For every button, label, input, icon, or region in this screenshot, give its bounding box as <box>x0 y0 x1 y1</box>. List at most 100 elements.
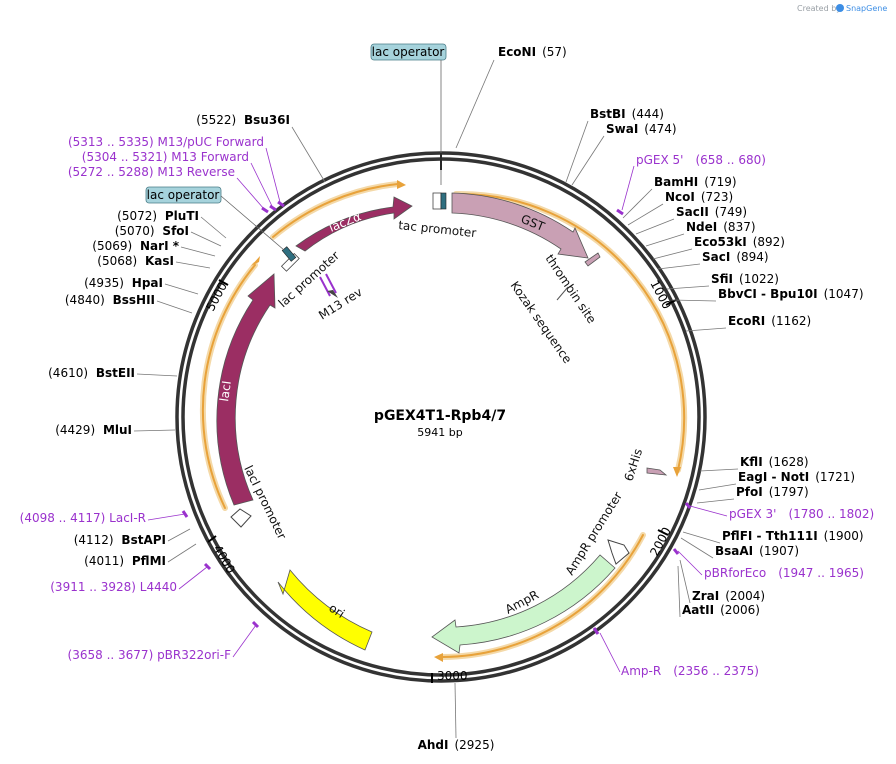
enzyme-site[interactable]: (5072) PluTI <box>117 209 227 239</box>
primer-name: pBRforEco <box>704 566 766 580</box>
laci-feature <box>216 273 276 506</box>
primer-site[interactable]: (3911 .. 3928) L4440 <box>50 562 212 594</box>
primer-label: (5313 .. 5335) M13/pUC Forward <box>68 135 264 149</box>
enzyme-site[interactable]: (5069) NarI * <box>92 239 216 257</box>
primer-mark <box>269 204 277 212</box>
lac-operator-box-top[interactable]: lac operator <box>370 43 447 61</box>
primer-leader-line <box>265 147 281 203</box>
primer-range: (658 .. 680) <box>695 153 765 167</box>
enzyme-site[interactable]: AatII(2006) <box>677 565 760 618</box>
enzyme-name: Bsu36I <box>244 113 290 127</box>
enzyme-label: BbvCI - Bpu10I(1047) <box>718 287 864 301</box>
enzyme-site[interactable]: BamHI(719) <box>622 175 737 219</box>
enzyme-leader-line <box>454 682 457 739</box>
plasmid-name: pGEX4T1-Rpb4/7 <box>374 408 506 424</box>
enzyme-leader-line <box>698 483 737 491</box>
enzyme-label: BsaAI(1907) <box>715 544 799 558</box>
primer-label: pBRforEco (1947 .. 1965) <box>704 566 864 580</box>
enzyme-leader-line <box>627 203 664 226</box>
enzyme-leader-line <box>136 373 178 377</box>
primer-site[interactable]: Amp-R (2356 .. 2375) <box>592 627 759 678</box>
enzyme-site[interactable]: SacII(749) <box>635 205 747 235</box>
primer-label: (4098 .. 4117) LacI-R <box>20 511 146 525</box>
ampr-promoter-feature <box>607 539 630 565</box>
enzyme-site[interactable]: EcoNI(57) <box>455 45 567 149</box>
enzyme-position: (5068) <box>97 254 141 268</box>
primer-site[interactable]: (5313 .. 5335) M13/pUC Forward <box>68 135 285 208</box>
enzyme-site[interactable]: (4935) HpaI <box>84 276 199 295</box>
enzyme-position: (892) <box>753 235 785 249</box>
enzyme-label: BstBI(444) <box>590 107 664 121</box>
enzyme-site[interactable]: PfoI(1797) <box>696 485 809 504</box>
enzyme-site[interactable]: NdeI(837) <box>645 220 756 247</box>
enzyme-leader-line <box>180 246 216 257</box>
orf-laci-head <box>251 256 260 266</box>
enzyme-name: BstEII <box>96 366 135 380</box>
primer-label: Amp-R (2356 .. 2375) <box>621 664 759 678</box>
primer-site[interactable]: pBRforEco (1947 .. 1965) <box>672 548 864 580</box>
enzyme-site[interactable]: ZraI(2004) <box>679 559 765 604</box>
primer-mark <box>684 502 692 509</box>
enzyme-leader-line <box>164 283 199 295</box>
enzyme-position: (1797) <box>769 485 809 499</box>
enzyme-site[interactable]: EcoRI(1162) <box>685 314 811 332</box>
orf-arrows <box>199 180 688 662</box>
enzyme-site[interactable]: (5522) Bsu36I <box>196 113 326 183</box>
enzyme-name: BsaAI <box>715 544 753 558</box>
enzyme-label: KflI(1628) <box>740 455 809 469</box>
enzyme-site[interactable]: SwaI(474) <box>571 122 677 186</box>
enzyme-label: NcoI(723) <box>665 190 733 204</box>
primer-range: (2356 .. 2375) <box>673 664 759 678</box>
primer-range: (1947 .. 1965) <box>778 566 864 580</box>
primer-site[interactable]: pGEX 3' (1780 .. 1802) <box>684 502 874 521</box>
enzyme-site[interactable]: EagI - NotI(1721) <box>698 470 855 491</box>
lac-operator-box-left[interactable]: lac operator <box>145 186 222 204</box>
primer-name: M13/pUC Forward <box>157 135 264 149</box>
primer-site[interactable]: (3658 .. 3677) pBR322ori-F <box>68 620 260 662</box>
enzyme-site[interactable]: BsaAI(1907) <box>680 537 799 559</box>
primer-site[interactable]: (5304 .. 5321) M13 Forward <box>82 150 277 212</box>
enzyme-site[interactable]: SacI(894) <box>657 250 769 270</box>
enzyme-name: NarI * <box>140 239 180 253</box>
primer-site[interactable]: (4098 .. 4117) LacI-R <box>20 510 189 525</box>
primer-label: (5272 .. 5288) M13 Reverse <box>68 165 235 179</box>
enzyme-site[interactable]: PflFI - Tth111I(1900) <box>682 529 864 544</box>
laci-promoter-feature <box>230 508 252 528</box>
primer-site[interactable]: (5272 .. 5288) M13 Reverse <box>68 165 269 214</box>
enzyme-site[interactable]: (5068) KasI <box>97 254 211 269</box>
primer-range: (1780 .. 1802) <box>788 507 874 521</box>
primer-mark <box>203 562 212 571</box>
primer-name: M13 Reverse <box>157 165 235 179</box>
enzyme-site[interactable]: (5070) SfoI <box>115 224 222 247</box>
primer-range: (3911 .. 3928) <box>50 580 140 594</box>
primer-name: Amp-R <box>621 664 661 678</box>
enzyme-site[interactable]: Eco53kI(892) <box>652 235 785 260</box>
enzyme-leader-line <box>671 299 717 302</box>
enzyme-site[interactable]: (4840) BssHII <box>65 293 193 314</box>
primer-name: pGEX 5' <box>636 153 683 167</box>
primer-label: (5304 .. 5321) M13 Forward <box>82 150 249 164</box>
tick-4000-mark <box>207 535 217 543</box>
orf-lacz-head <box>397 180 406 189</box>
enzyme-position: (5069) <box>92 239 136 253</box>
primer-name: M13 Forward <box>171 150 249 164</box>
enzyme-leader-line <box>677 565 681 618</box>
enzyme-site[interactable]: NcoI(723) <box>627 190 733 226</box>
primer-name: pGEX 3' <box>729 507 776 521</box>
enzyme-site[interactable]: (4112) BstAPI <box>74 528 191 547</box>
enzyme-site[interactable]: BstBI(444) <box>565 107 664 183</box>
enzyme-site[interactable]: KflI(1628) <box>699 455 809 472</box>
enzyme-site[interactable]: (4429) MluI <box>55 423 176 437</box>
enzyme-site[interactable]: BbvCI - Bpu10I(1047) <box>671 287 864 302</box>
enzyme-position: (5070) <box>115 224 159 238</box>
enzyme-site[interactable]: (4610) BstEII <box>48 366 178 380</box>
enzyme-site[interactable]: AhdI(2925) <box>418 682 495 752</box>
enzyme-position: (2006) <box>720 603 760 617</box>
enzyme-leader-line <box>679 559 691 604</box>
enzyme-site[interactable]: (4011) PflMI <box>84 543 197 568</box>
enzyme-site[interactable]: SfiI(1022) <box>666 272 779 290</box>
tac-promoter-feature <box>432 192 442 210</box>
orf-gst <box>455 192 686 471</box>
primer-site[interactable]: pGEX 5' (658 .. 680) <box>616 153 766 216</box>
enzyme-name: BssHII <box>113 293 155 307</box>
